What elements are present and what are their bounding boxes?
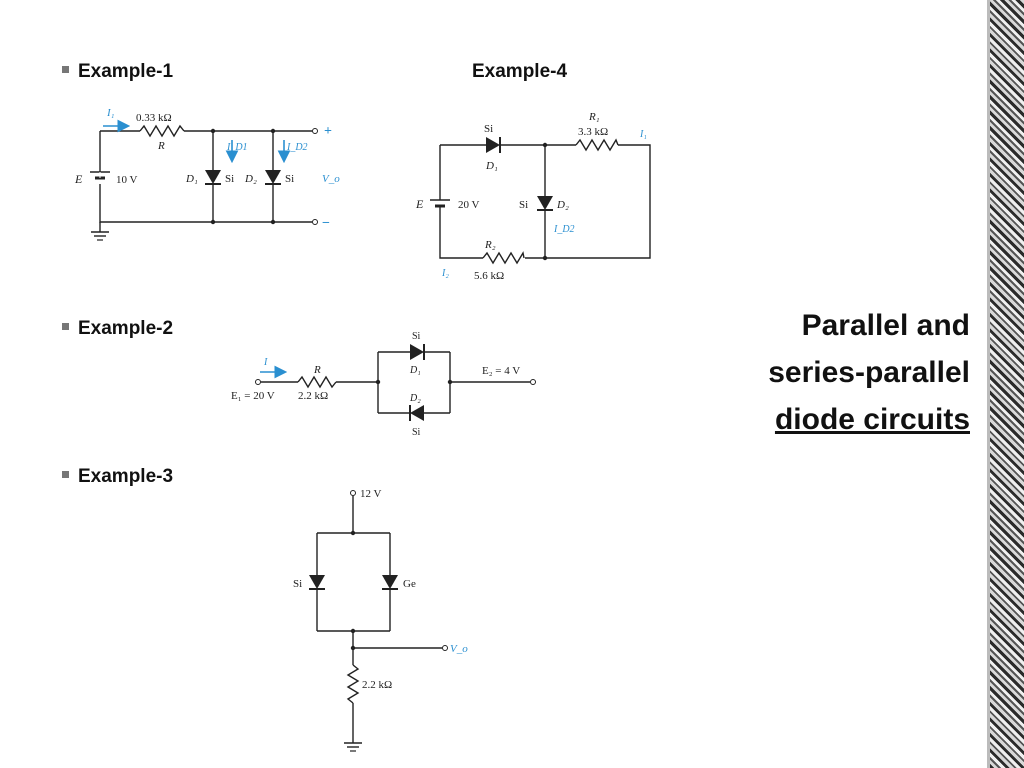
label-si: Si [293, 578, 302, 590]
label-i: I [263, 357, 268, 368]
label-d2: D₂ [409, 393, 421, 404]
label-r1-value: 3.3 kΩ [578, 126, 608, 138]
label-r-name: R [313, 364, 321, 376]
battery-e [430, 199, 450, 210]
label-r-value: 2.2 kΩ [298, 390, 328, 402]
label-d1: D₁ [485, 160, 498, 172]
ground-icon [91, 231, 109, 241]
circuit-example-4: Si D₁ R₁ 3.3 kΩ I₁ E 20 V Si D₂ I_D2 R₂ … [415, 111, 651, 282]
label-r-value: 2.2 kΩ [362, 679, 392, 691]
label-id1: I_D1 [226, 142, 248, 153]
label-example-4: Example-4 [472, 61, 568, 82]
bullet-example-1: Example-1 [62, 61, 173, 83]
label-d2-type: Si [285, 173, 294, 185]
label-i1: I₁ [639, 129, 647, 140]
decorative-border [978, 0, 1024, 768]
label-minus: − [322, 216, 330, 231]
bullet-text: Example-3 [78, 466, 174, 487]
bullet-square-icon [62, 66, 69, 74]
resistor-r [297, 375, 337, 389]
label-e1: E₁ = 20 V [231, 390, 275, 402]
label-r-value: 0.33 kΩ [136, 112, 172, 124]
label-i1: I₁ [106, 107, 115, 119]
label-vo: V_o [322, 173, 340, 185]
circuit-example-2: I R 2.2 kΩ E₁ = 20 V E₂ = 4 V Si D₁ D₂ S… [231, 331, 536, 438]
slide-title: Parallel and series-parallel diode circu… [670, 302, 970, 443]
diode-d2 [410, 405, 424, 421]
resistor-r2 [482, 251, 525, 265]
label-r2-value: 5.6 kΩ [474, 270, 504, 282]
label-i2: I₂ [441, 268, 449, 279]
bullet-square-icon [62, 471, 69, 479]
label-e: E [74, 172, 83, 186]
diode-si [309, 575, 325, 589]
title-line-2: series-parallel [768, 356, 970, 389]
battery-e [90, 171, 110, 180]
circuit-example-1: I₁ 0.33 kΩ R E 10 V D₁ Si D₂ Si I_D1 I_D… [74, 107, 340, 241]
circuit-example-3: 12 V Si Ge V_o 2.2 kΩ [293, 488, 468, 752]
label-r1-name: R₁ [588, 111, 600, 123]
label-d1-type: Si [412, 331, 421, 342]
bullet-text: Example-1 [78, 61, 174, 82]
label-plus: + [324, 124, 332, 139]
label-e-value: 20 V [458, 199, 480, 211]
title-line-3: diode circuits [774, 403, 970, 436]
bullet-text: Example-2 [78, 318, 174, 339]
label-r2-name: R₂ [484, 239, 496, 251]
label-d2-type: Si [412, 427, 421, 438]
resistor-r1 [575, 138, 619, 152]
resistor-2k2 [346, 664, 360, 704]
bullet-example-2: Example-2 [62, 318, 173, 340]
resistor-r [139, 124, 185, 138]
label-r-name: R [157, 140, 165, 152]
label-d2: D₂ [244, 173, 257, 185]
label-d1-type: Si [225, 173, 234, 185]
diode-d1 [205, 170, 221, 184]
label-d1: D₁ [185, 173, 198, 185]
diode-d2 [265, 170, 281, 184]
label-e2: E₂ = 4 V [482, 365, 520, 377]
label-d2-type: Si [519, 199, 528, 211]
diode-d1 [410, 344, 424, 360]
diode-d1 [486, 137, 500, 153]
ground-icon [344, 742, 362, 752]
label-id2: I_D2 [286, 142, 308, 153]
title-line-1: Parallel and [801, 309, 970, 342]
label-e-value: 10 V [116, 174, 138, 186]
label-d1: D₁ [409, 365, 421, 376]
label-vo: V_o [450, 643, 468, 655]
label-d1-type: Si [484, 123, 493, 135]
label-e: E [415, 197, 424, 211]
label-d2: D₂ [556, 199, 569, 211]
diode-ge [382, 575, 398, 589]
label-ge: Ge [403, 578, 416, 590]
diode-d2 [537, 196, 553, 210]
label-supply: 12 V [360, 488, 382, 500]
bullet-example-3: Example-3 [62, 466, 173, 488]
bullet-square-icon [62, 323, 69, 331]
label-id2: I_D2 [553, 224, 575, 235]
